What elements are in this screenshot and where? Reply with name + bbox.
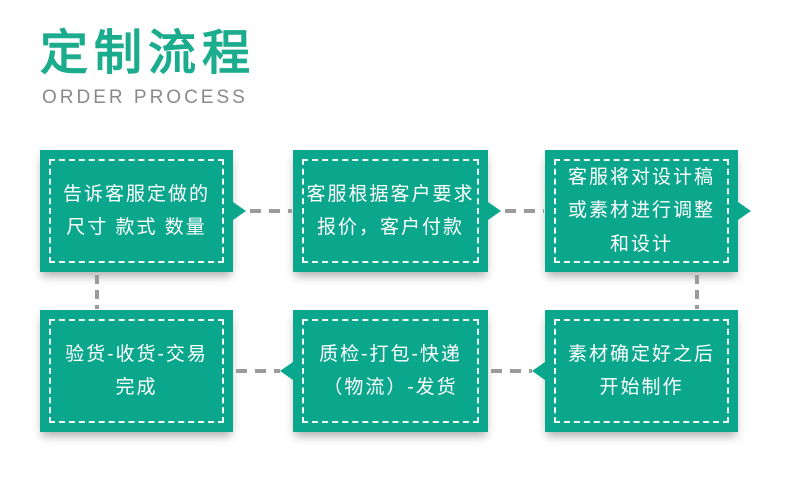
arrow-right-icon	[738, 202, 751, 220]
step-box-4: 素材确定好之后 开始制作	[545, 310, 738, 432]
step-box-2-dashed-border	[302, 159, 479, 263]
step-box-6-text: 验货-收货-交易 完成	[40, 338, 233, 405]
dashed-connector-horizontal	[505, 209, 544, 213]
step-text-line: 告诉客服定做的	[62, 183, 210, 205]
step-box-3-dashed-border	[554, 159, 729, 263]
step-box-3: 客服将对设计稿 或素材进行调整 和设计	[545, 150, 738, 272]
arrow-right-icon	[488, 202, 501, 220]
step-text-line: 开始制作	[599, 377, 684, 398]
step-text-line: 报价，客户付款	[316, 217, 464, 238]
dashed-connector-horizontal	[491, 369, 532, 373]
arrow-right-icon	[233, 202, 246, 220]
step-text-line: 客服将对设计稿	[567, 167, 715, 189]
arrow-left-icon	[532, 362, 545, 380]
step-text-line: （物流）-发货	[323, 377, 458, 398]
step-text-line: 完成	[115, 377, 158, 398]
step-box-1-text: 告诉客服定做的 尺寸 款式 数量	[40, 178, 233, 245]
step-text-line: 尺寸 款式 数量	[66, 217, 207, 238]
step-box-5: 质检-打包-快递 （物流）-发货	[293, 310, 488, 432]
step-box-1-dashed-border	[49, 159, 224, 263]
step-text-line: 素材确定好之后	[567, 343, 715, 365]
step-box-4-dashed-border	[554, 319, 729, 423]
step-text-line: 质检-打包-快递	[319, 343, 462, 365]
dashed-connector-vertical	[95, 275, 99, 309]
step-text-line: 和设计	[609, 233, 673, 255]
step-box-6: 验货-收货-交易 完成	[40, 310, 233, 432]
step-text-line: 客服根据客户要求	[306, 183, 475, 205]
arrow-left-icon	[280, 362, 293, 380]
step-box-1: 告诉客服定做的 尺寸 款式 数量	[40, 150, 233, 272]
dashed-connector-horizontal	[250, 209, 292, 213]
step-text-line: 或素材进行调整	[567, 200, 715, 222]
dashed-connector-vertical	[695, 275, 699, 309]
step-box-2-text: 客服根据客户要求 报价，客户付款	[293, 178, 488, 245]
step-box-4-text: 素材确定好之后 开始制作	[545, 338, 738, 405]
step-box-5-text: 质检-打包-快递 （物流）-发货	[293, 338, 488, 405]
step-box-2: 客服根据客户要求 报价，客户付款	[293, 150, 488, 272]
page-title: 定制流程	[40, 27, 257, 80]
step-box-5-dashed-border	[302, 319, 479, 423]
header: 定制流程 ORDER PROCESS	[40, 26, 256, 109]
step-box-3-text: 客服将对设计稿 或素材进行调整 和设计	[545, 161, 738, 261]
page-subtitle: ORDER PROCESS	[42, 87, 248, 109]
dashed-connector-horizontal	[236, 369, 280, 373]
step-text-line: 验货-收货-交易	[65, 343, 208, 365]
step-box-6-dashed-border	[49, 319, 224, 423]
